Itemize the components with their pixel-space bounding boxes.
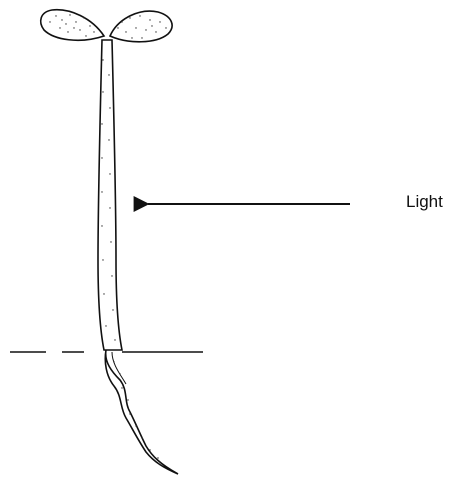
seedling-stem — [98, 40, 122, 350]
light-label: Light — [406, 192, 443, 212]
right-cotyledon — [110, 11, 172, 42]
cotyledons — [41, 10, 172, 42]
seedling-root — [105, 350, 178, 474]
root-stipple — [113, 361, 158, 458]
left-cotyledon — [41, 10, 104, 41]
